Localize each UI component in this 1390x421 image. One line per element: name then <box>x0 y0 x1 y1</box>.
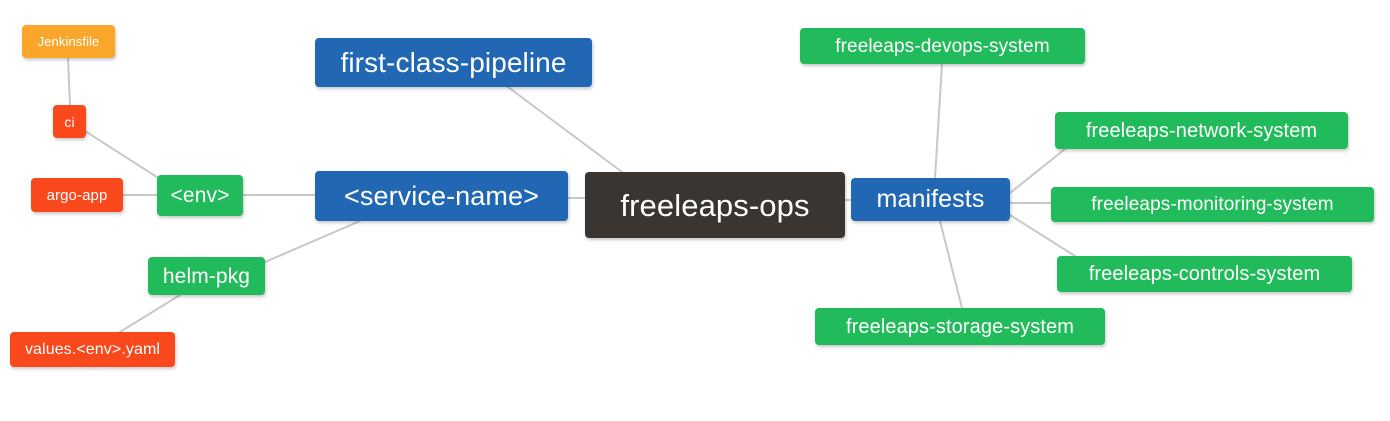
node-label-freeleaps-network-system: freeleaps-network-system <box>1085 119 1318 142</box>
node-label-values-yaml: values.<env>.yaml <box>24 340 161 358</box>
node-label-jenkinsfile: Jenkinsfile <box>37 34 100 49</box>
node-freeleaps-storage-system[interactable]: freeleaps-storage-system <box>815 308 1105 345</box>
node-env[interactable]: <env> <box>157 175 243 216</box>
node-service-name[interactable]: <service-name> <box>315 171 568 221</box>
node-freeleaps-monitoring-system[interactable]: freeleaps-monitoring-system <box>1051 187 1374 222</box>
node-helm-pkg[interactable]: helm-pkg <box>148 257 265 295</box>
node-freeleaps-ops[interactable]: freeleaps-ops <box>585 172 845 238</box>
node-freeleaps-devops-system[interactable]: freeleaps-devops-system <box>800 28 1085 64</box>
node-label-service-name: <service-name> <box>344 180 539 211</box>
node-label-freeleaps-devops-system: freeleaps-devops-system <box>835 35 1050 57</box>
node-argo-app[interactable]: argo-app <box>31 178 123 212</box>
node-label-argo-app: argo-app <box>46 186 108 204</box>
node-jenkinsfile[interactable]: Jenkinsfile <box>22 25 115 58</box>
edge-jenkinsfile-to-ci <box>67 57 71 106</box>
edge-first-class-pipeline-to-freeleaps-ops <box>507 86 623 173</box>
node-ci[interactable]: ci <box>53 105 86 138</box>
node-label-env: <env> <box>170 184 230 207</box>
node-first-class-pipeline[interactable]: first-class-pipeline <box>315 38 592 87</box>
node-label-manifests: manifests <box>876 185 985 213</box>
node-label-freeleaps-storage-system: freeleaps-storage-system <box>845 315 1075 338</box>
node-label-freeleaps-monitoring-system: freeleaps-monitoring-system <box>1091 194 1334 215</box>
node-manifests[interactable]: manifests <box>851 178 1010 221</box>
node-label-freeleaps-controls-system: freeleaps-controls-system <box>1088 263 1321 285</box>
edge-values-yaml-to-helm-pkg <box>119 294 181 333</box>
node-freeleaps-controls-system[interactable]: freeleaps-controls-system <box>1057 256 1352 292</box>
node-values-yaml[interactable]: values.<env>.yaml <box>10 332 175 367</box>
edge-manifests-to-freeleaps-devops-system <box>934 63 943 179</box>
edge-ci-to-env <box>84 130 161 180</box>
edge-helm-pkg-to-service-name <box>264 220 361 263</box>
node-label-helm-pkg: helm-pkg <box>162 264 251 288</box>
node-freeleaps-network-system[interactable]: freeleaps-network-system <box>1055 112 1348 149</box>
node-label-ci: ci <box>64 113 75 130</box>
node-label-first-class-pipeline: first-class-pipeline <box>340 46 567 78</box>
edge-manifests-to-freeleaps-storage-system <box>939 220 963 309</box>
node-label-freeleaps-ops: freeleaps-ops <box>620 187 810 223</box>
